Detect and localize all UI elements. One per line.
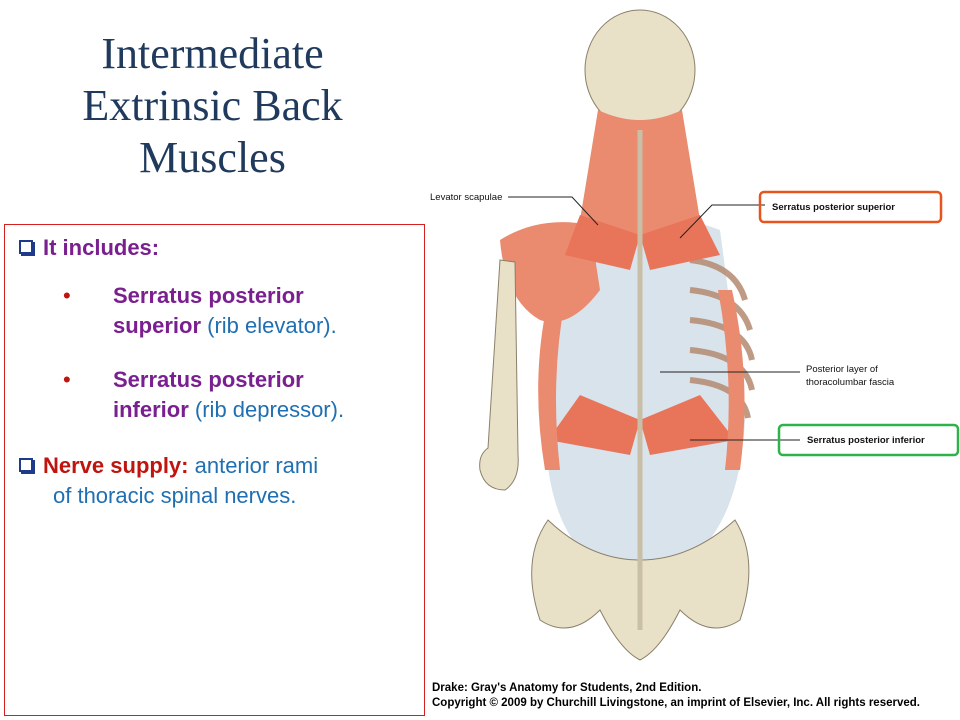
slide-title: Intermediate Extrinsic Back Muscles [20,28,405,184]
sps-highlight-box [758,190,943,224]
inferior-term-line-2: inferior [113,397,189,422]
caption-line-1: Drake: Gray's Anatomy for Students, 2nd … [432,682,702,694]
title-line-2: Extrinsic Back [82,81,343,130]
left-lateral-muscles [538,300,565,470]
superior-term-line-2: superior [113,313,202,338]
levator-leader-line [508,196,599,226]
caption-line-2: Copyright © 2009 by Churchill Livingston… [432,697,920,709]
bullet-serratus-inferior: • Serratus posterior inferior (rib depre… [63,365,423,425]
levator-label: Levator scapulae [430,192,502,203]
title-line-3: Muscles [139,133,286,182]
serratus-posterior-inferior-left [548,395,640,455]
bullet-serratus-superior: • Serratus posterior superior (rib eleva… [63,281,423,341]
bullet-dot-icon: • [63,283,71,308]
inferior-note: (rib depressor). [188,397,345,422]
nerve-supply-text-1: anterior rami [188,453,319,478]
inferior-term-line-1: Serratus posterior [113,367,304,392]
checkbox-bullet-icon [19,240,33,255]
nerve-supply-item: Nerve supply: anterior rami of thoracic … [19,451,414,511]
superior-note: (rib elevator). [201,313,337,338]
serratus-posterior-superior [640,215,720,270]
serratus-posterior-superior-left [565,215,640,270]
spi-label: Serratus posterior inferior [807,435,925,446]
bullet-dot-icon: • [63,367,71,392]
superior-term-line-1: Serratus posterior [113,283,304,308]
sps-label: Serratus posterior superior [772,202,895,213]
back-muscles-illustration: Levator scapulae Serratus posterior supe… [430,9,960,661]
fascia-label-line-1: Posterior layer of [806,364,878,375]
includes-item: It includes: [19,233,159,263]
nerve-supply-text-2: of thoracic spinal nerves. [53,483,297,508]
thoracolumbar-fascia [545,215,745,560]
nerve-supply-label: Nerve supply: [43,453,189,478]
title-line-1: Intermediate [101,29,324,78]
right-lateral-muscles [718,290,745,470]
figure-caption: Drake: Gray's Anatomy for Students, 2nd … [432,681,920,711]
sps-leader-line [679,204,765,239]
checkbox-bullet-icon [19,458,33,473]
includes-label: It includes: [43,235,160,260]
content-box: It includes: • Serratus posterior superi… [4,224,425,716]
humerus [479,259,519,491]
fascia-label-line-2: thoracolumbar fascia [806,377,895,388]
spi-highlight-box [777,423,960,457]
